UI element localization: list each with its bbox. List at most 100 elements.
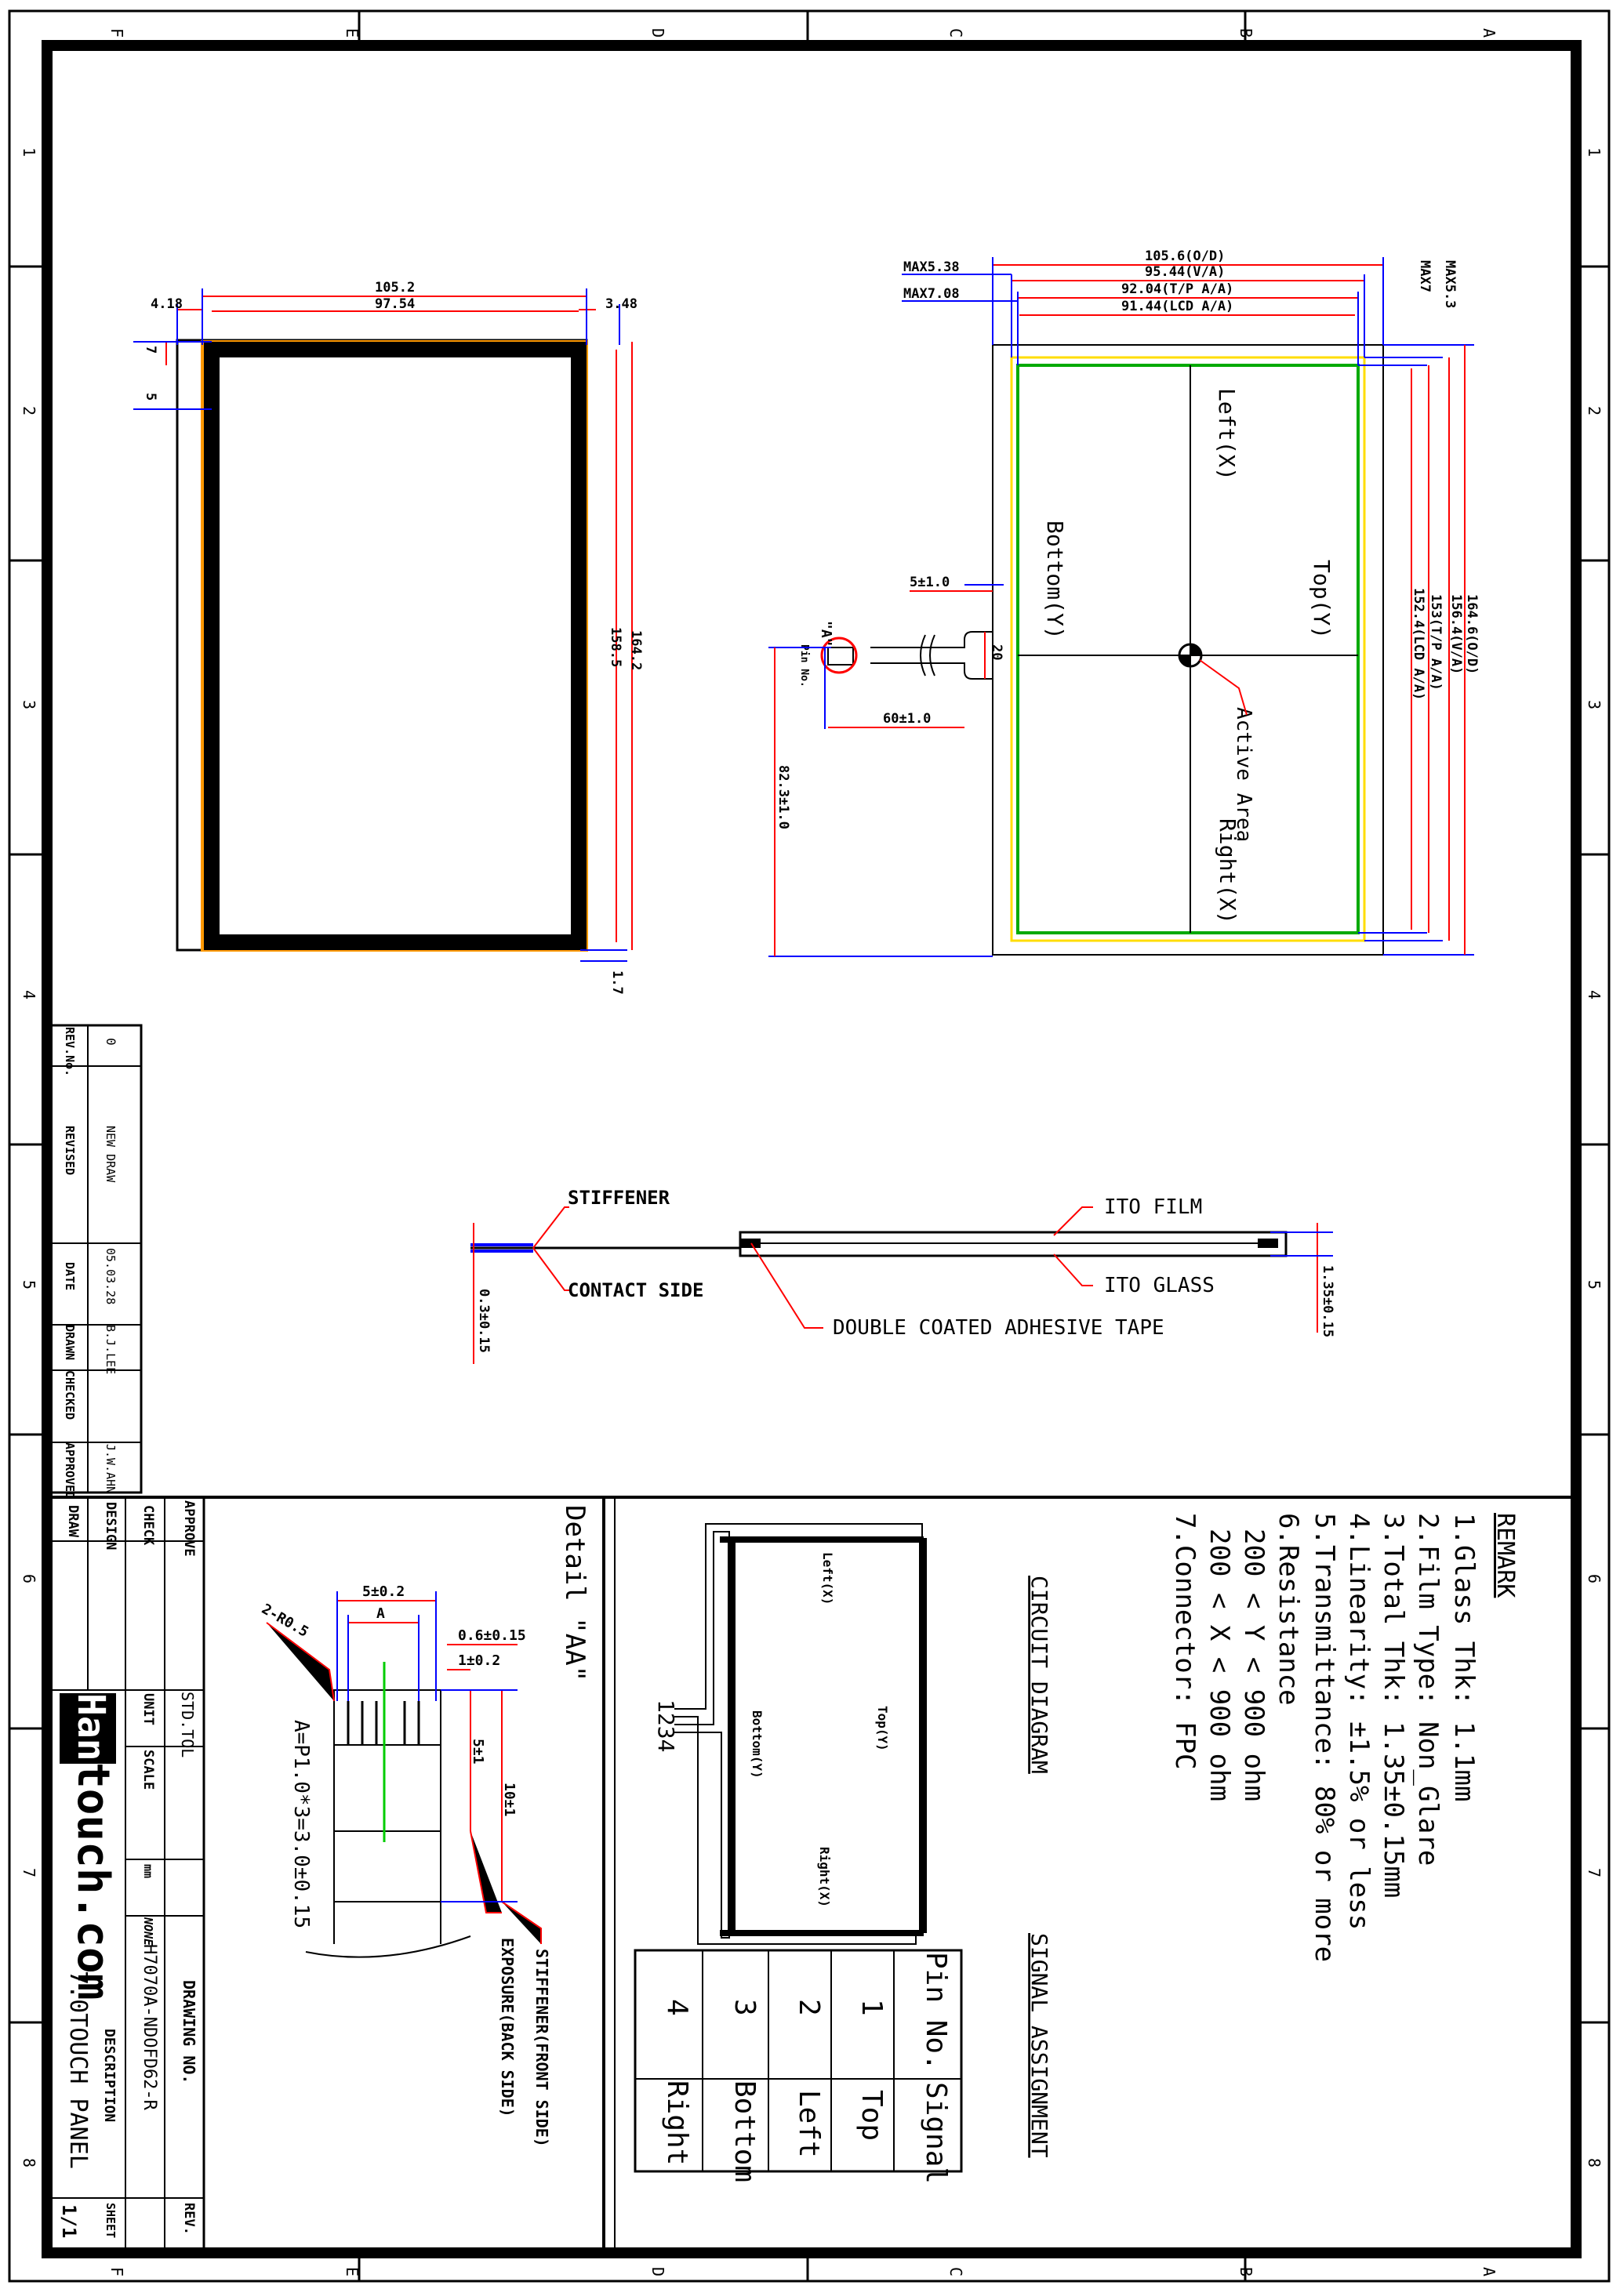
zone-ticks: [9, 11, 1609, 2281]
circuit-title: CIRCUIT DIAGRAM: [1026, 1576, 1052, 1774]
signal-header: Signal: [920, 2082, 952, 2184]
dim-tail-5: 5±1.0: [910, 575, 950, 590]
dim-va-w: 95.44(V/A): [1145, 264, 1225, 280]
signal-cell: 4: [661, 1999, 693, 2016]
circuit-bar-bottom: [728, 1538, 736, 1933]
panel-od: [992, 344, 1384, 956]
dim-bottom: 1.7: [609, 970, 625, 995]
zone-number: 4: [1585, 990, 1604, 999]
tb-sheet: 1/1: [58, 2204, 80, 2238]
detail-dA: A: [376, 1605, 385, 1622]
zone-number: 6: [20, 1574, 38, 1583]
detail-d06: 0.6±0.15: [458, 1627, 526, 1644]
signal-cell: 3: [728, 1999, 761, 2016]
dim-tp-h: 153(T/P A/A): [1428, 594, 1444, 691]
remark-line: 3.Total Thk: 1.35±0.15mm: [1378, 1513, 1409, 1898]
detail-d10: 10±1: [501, 1783, 518, 1816]
detail-aa: Detail "AA": [259, 1505, 590, 2147]
zone-number: 4: [20, 990, 38, 999]
zone-letter: E: [343, 2267, 361, 2276]
fpc-tail: [870, 631, 993, 680]
detail-exposure-back: EXPOSURE(BACK SIDE): [498, 1938, 517, 2117]
label-stiffener: STIFFENER: [568, 1187, 670, 1209]
tb-rev-label: REV.: [181, 2203, 197, 2235]
remark-line: 6.Resistance: [1273, 1513, 1304, 1706]
rev-cell: J.W.AHN: [104, 1444, 118, 1493]
detail-stiffener-front: STIFFENER(FRONT SIDE): [532, 1949, 551, 2147]
dim-top-a: 7: [143, 346, 158, 354]
inner-border: [42, 40, 1582, 2258]
signal-title: SIGNAL ASSIGNMENT: [1026, 1933, 1052, 2158]
label-active: Active Area: [1232, 707, 1255, 842]
circuit-pins: 1234: [653, 1699, 679, 1752]
dim-tail-82: 82.3±1.0: [775, 765, 791, 829]
circuit-left: Left(X): [820, 1552, 835, 1605]
circuit-bar-left: [720, 1536, 924, 1543]
label-left: Left(X): [1214, 388, 1240, 481]
tb-scale-label: SCALE: [140, 1750, 156, 1790]
rev-cell: 0: [104, 1038, 118, 1046]
circuit-diagram: CIRCUIT DIAGRAM Top(Y) Bottom(Y) Left(X)…: [653, 1523, 1052, 1945]
logo-touch: touch.com: [67, 1762, 118, 2000]
signal-cell: 2: [793, 1999, 825, 2016]
label-tape: DOUBLE COATED ADHESIVE TAPE: [833, 1316, 1164, 1340]
rev-cell: NEW DRAW: [104, 1126, 118, 1183]
rev-header: DATE: [63, 1262, 77, 1290]
rev-cell: B.J.LEE: [104, 1325, 118, 1374]
panel-view: Left(X) Top(Y) Bottom(Y) Right(X) Active…: [768, 248, 1480, 957]
label-bottom: Bottom(Y): [1042, 520, 1068, 640]
zone-number: 2: [1585, 406, 1604, 415]
dim-tail-60: 60±1.0: [883, 711, 931, 727]
dim-max-d: MAX5.3: [1442, 260, 1458, 308]
zone-number: 7: [20, 1868, 38, 1877]
dim-thk-panel: 1.35±0.15: [1320, 1265, 1335, 1337]
zone-number: 2: [20, 406, 38, 415]
zone-letter: C: [946, 28, 965, 38]
detail-d1: 1±0.2: [458, 1652, 500, 1669]
zone-numbers-left: 1 2 3 4 5 6 7 8: [20, 147, 38, 2167]
label-right: Right(X): [1215, 818, 1240, 924]
dim-left-margin: 4.18: [151, 296, 183, 312]
detail-title: Detail "AA": [559, 1505, 590, 1681]
zone-letter: A: [1480, 2267, 1498, 2276]
remark-line: 1.Glass Thk: 1.1mm: [1448, 1513, 1480, 1801]
zone-letters-bottom: F E D C B A: [107, 2267, 1498, 2276]
dim-top-b: 5: [143, 393, 158, 401]
tb-approve: APPROVE: [181, 1500, 197, 1557]
circuit-bar-top: [919, 1538, 927, 1933]
rev-header: CHECKED: [63, 1370, 77, 1420]
dim-right-margin: 3.48: [605, 296, 637, 312]
rev-header: APPROVED: [63, 1442, 77, 1499]
zone-letter: F: [107, 28, 126, 38]
zone-number: 5: [1585, 1280, 1604, 1289]
logo-han-box: [60, 1693, 116, 1764]
zone-number: 8: [20, 2158, 38, 2167]
detail-circle: [820, 637, 858, 674]
zone-letter: E: [343, 28, 361, 38]
detail-dr: 2-R0.5: [259, 1601, 311, 1641]
signal-cell: 1: [855, 1999, 888, 2016]
signal-cell: Right: [661, 2080, 693, 2165]
zone-number: 1: [1585, 147, 1604, 157]
rev-cell: 05.03.28: [104, 1248, 118, 1304]
signal-header: Pin No.: [920, 1952, 952, 2071]
signal-cell: Bottom: [728, 2080, 761, 2182]
tb-unit-value: mm: [141, 1864, 155, 1878]
zone-letter: C: [946, 2267, 965, 2276]
tb-unit-label: UNIT: [140, 1693, 156, 1725]
dim-height-inner: 158.5: [608, 627, 623, 667]
detail-d5: 5±0.2: [362, 1583, 405, 1600]
remark-line: 200 < Y < 900 ohm: [1238, 1529, 1269, 1801]
rev-header: REVISED: [63, 1126, 77, 1175]
remark-line: 2.Film Type: Non_Glare: [1412, 1513, 1444, 1866]
front-frame-orange: [201, 340, 588, 952]
tb-draw: DRAW: [65, 1505, 81, 1538]
zone-number: 5: [20, 1280, 38, 1289]
dim-thk-fpc: 0.3±0.15: [476, 1289, 492, 1353]
logo-han: Han: [69, 1693, 113, 1761]
tb-check: CHECK: [140, 1505, 156, 1546]
front-view: 105.2 97.54 4.18 3.48 7 5 158.5 164.2 1.…: [133, 280, 644, 995]
remark-line: 7.Connector: FPC: [1169, 1513, 1200, 1770]
remark-line: 5.Transmittance: 80% or more: [1309, 1513, 1340, 1962]
front-black-frame: [204, 342, 587, 950]
